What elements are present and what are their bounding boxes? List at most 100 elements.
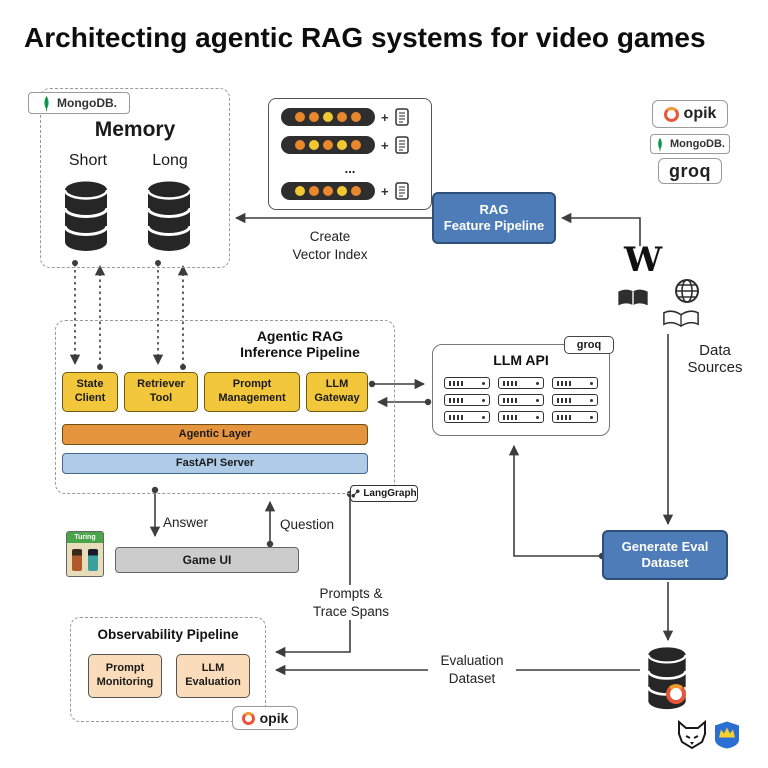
embedding-dot	[295, 112, 305, 122]
document-icon	[394, 136, 409, 154]
generate-eval-dataset-node: Generate Eval Dataset	[602, 530, 728, 580]
groq-logo-label: groq	[669, 160, 711, 181]
llm-api-title: LLM API	[493, 352, 549, 368]
server-rack-row	[444, 394, 598, 406]
server-rack-icon	[444, 411, 490, 423]
observability-opik-badge: opik	[232, 706, 298, 730]
embedding-dot	[351, 186, 361, 196]
embedding-dot	[337, 112, 347, 122]
mongodb-leaf-icon	[658, 137, 662, 151]
open-book-icon	[662, 310, 700, 334]
database-cylinder-icon	[146, 181, 192, 251]
evaluation-dataset-database	[644, 646, 690, 715]
retriever-tool-label: Retriever Tool	[137, 378, 185, 404]
agentic-layer-bar: Agentic Layer	[62, 424, 368, 445]
server-rack-row	[444, 377, 598, 389]
globe-icon	[674, 278, 700, 309]
long-memory-database	[145, 180, 193, 257]
turing-game-label: Turing	[67, 532, 103, 543]
crown-shield-icon	[713, 719, 741, 755]
wikipedia-icon: W	[624, 240, 663, 280]
embedding-row: +	[281, 108, 419, 126]
mongodb-logo-badge: MongoDB.	[650, 134, 730, 154]
server-rack-icon	[552, 411, 598, 423]
prompt-management-node: Prompt Management	[204, 372, 300, 412]
inference-pipeline-title: Agentic RAG Inference Pipeline	[240, 328, 360, 360]
server-rack-icon	[498, 411, 544, 423]
plus-sign: +	[381, 137, 389, 153]
mongodb-leaf-icon	[44, 95, 49, 111]
observability-title: Observability Pipeline	[97, 627, 239, 642]
embedding-vector-icon	[281, 108, 375, 126]
embedding-dot	[295, 186, 305, 196]
rag-feature-pipeline-node: RAG Feature Pipeline	[432, 192, 556, 244]
groq-logo-badge: groq	[658, 158, 722, 184]
opik-ring-icon	[663, 106, 679, 122]
embedding-dot	[323, 140, 333, 150]
server-rack-icon	[552, 394, 598, 406]
page-title: Architecting agentic RAG systems for vid…	[24, 22, 706, 53]
llm-gateway-label: LLM Gateway	[314, 378, 360, 404]
book-icon	[616, 288, 650, 315]
server-rack-icon	[498, 377, 544, 389]
rag-feature-pipeline-label: RAG Feature Pipeline	[443, 201, 545, 233]
embedding-dot	[323, 112, 333, 122]
game-character-sprite	[72, 549, 82, 571]
opik-ring-icon	[241, 711, 255, 725]
prompt-monitoring-label: Prompt Monitoring	[96, 662, 154, 688]
game-character-sprite	[88, 549, 98, 571]
retriever-tool-node: Retriever Tool	[124, 372, 198, 412]
server-rack-row	[444, 411, 598, 423]
llm-gateway-node: LLM Gateway	[306, 372, 368, 412]
short-memory-database	[62, 180, 110, 257]
opik-logo-label: opik	[683, 105, 717, 122]
state-client-label: State Client	[74, 378, 106, 404]
server-rack-icon	[444, 394, 490, 406]
vector-index-panel: + + ... +	[268, 98, 432, 210]
embedding-dot	[309, 186, 319, 196]
embedding-row: +	[281, 136, 419, 154]
prompt-monitoring-node: Prompt Monitoring	[88, 654, 162, 698]
langgraph-label: LangGraph	[363, 488, 417, 499]
embedding-dot	[309, 112, 319, 122]
prompts-trace-spans-label: Prompts & Trace Spans	[306, 585, 396, 621]
embedding-dot	[351, 140, 361, 150]
llm-evaluation-node: LLM Evaluation	[176, 654, 250, 698]
memory-long-label: Long	[152, 152, 188, 169]
embedding-dot	[295, 140, 305, 150]
opik-logo-badge: opik	[652, 100, 728, 128]
server-rack-icon	[444, 377, 490, 389]
game-ui-bar: Game UI	[115, 547, 299, 573]
observability-opik-label: opik	[259, 710, 289, 726]
document-icon	[394, 108, 409, 126]
llm-evaluation-label: LLM Evaluation	[185, 662, 241, 688]
memory-group	[40, 88, 230, 268]
opik-ring-icon	[666, 684, 686, 704]
embedding-row: +	[281, 182, 419, 200]
state-client-node: State Client	[62, 372, 118, 412]
database-cylinder-icon	[63, 181, 109, 251]
fastapi-server-bar: FastAPI Server	[62, 453, 368, 474]
mongodb-logo-label: MongoDB.	[670, 138, 725, 150]
langgraph-icon	[351, 489, 360, 498]
memory-short-label: Short	[68, 152, 108, 169]
plus-sign: +	[381, 109, 389, 125]
document-icon	[394, 182, 409, 200]
generate-eval-dataset-label: Generate Eval Dataset	[621, 538, 709, 570]
groq-badge: groq	[564, 336, 614, 354]
embedding-dot	[351, 112, 361, 122]
server-rack-grid	[444, 377, 598, 423]
create-vector-index-label: Create Vector Index	[292, 229, 368, 262]
memory-title: Memory	[94, 118, 176, 141]
turing-game-sprites	[67, 543, 103, 571]
question-label: Question	[280, 517, 335, 532]
turing-game-icon: Turing	[66, 531, 104, 577]
embedding-vector-icon	[281, 182, 375, 200]
agentic-layer-label: Agentic Layer	[178, 427, 252, 440]
groq-badge-label: groq	[576, 339, 602, 351]
server-rack-icon	[498, 394, 544, 406]
evaluation-dataset-label: Evaluation Dataset	[428, 652, 516, 688]
fastapi-server-label: FastAPI Server	[175, 456, 255, 469]
langgraph-badge: LangGraph	[350, 485, 418, 502]
server-rack-icon	[552, 377, 598, 389]
